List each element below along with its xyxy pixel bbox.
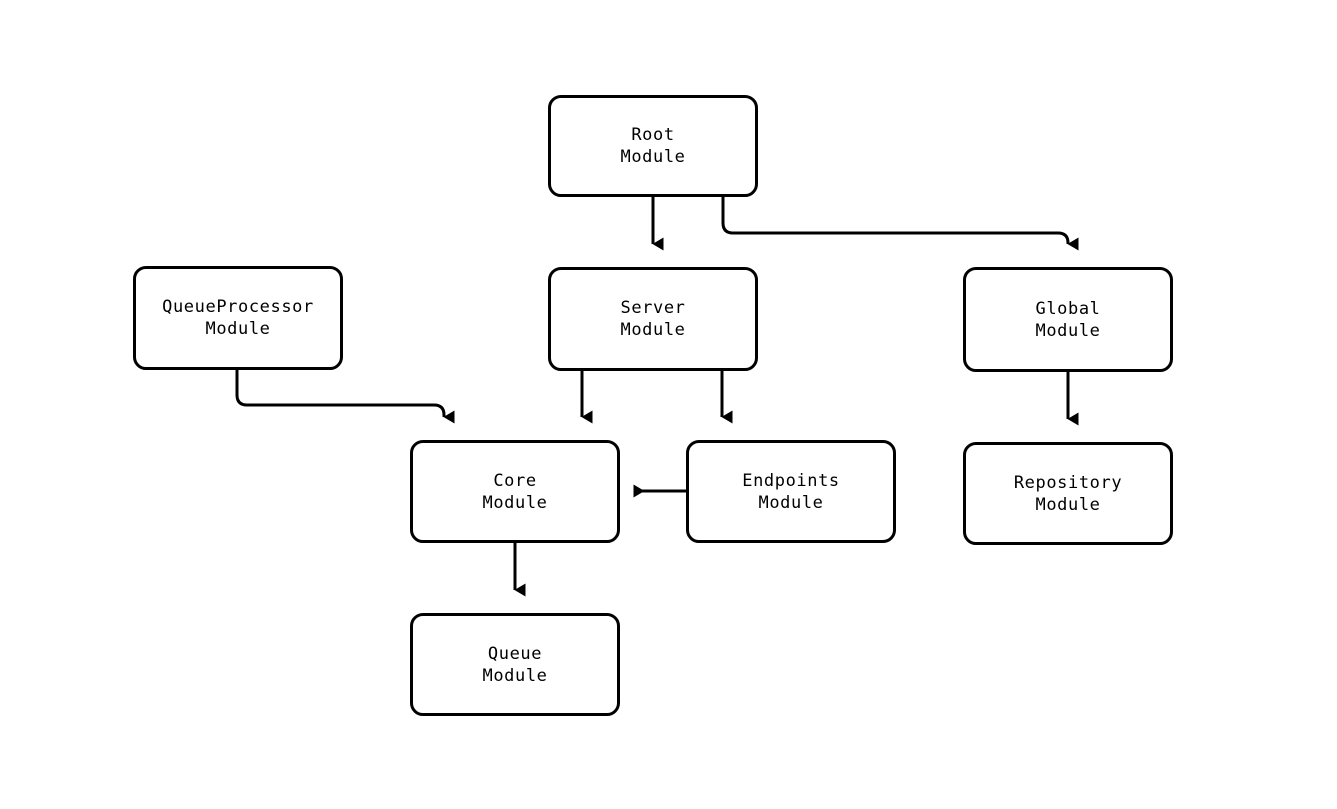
node-repository-module-title: Repository <box>1013 472 1123 493</box>
node-repository-module-subtitle: Module <box>1035 494 1101 515</box>
node-repository-module[interactable]: Repository Module <box>963 442 1173 545</box>
node-queueprocessor-module-subtitle: Module <box>205 319 271 339</box>
edge-root-to-global <box>721 197 1079 251</box>
node-server-module[interactable]: Server Module <box>548 267 758 371</box>
node-queueprocessor-module[interactable]: QueueProcessor Module <box>133 266 343 370</box>
node-core-module-title: Core <box>493 470 537 491</box>
node-endpoints-module-subtitle: Module <box>758 492 824 513</box>
node-server-module-subtitle: Module <box>620 320 686 340</box>
edge-queueprocessor-to-core <box>235 370 455 424</box>
node-queue-module-subtitle: Module <box>482 665 548 686</box>
node-endpoints-module-title: Endpoints <box>742 470 840 491</box>
node-queueprocessor-module-title: QueueProcessor <box>162 297 314 317</box>
node-global-module-title: Global <box>1035 298 1101 319</box>
node-queue-module-title: Queue <box>487 643 543 664</box>
node-global-module[interactable]: Global Module <box>963 267 1173 372</box>
node-root-module-title: Root <box>631 125 675 145</box>
node-core-module[interactable]: Core Module <box>410 440 620 543</box>
node-queue-module[interactable]: Queue Module <box>410 613 620 716</box>
node-global-module-subtitle: Module <box>1035 320 1101 341</box>
node-root-module-subtitle: Module <box>620 147 686 167</box>
node-core-module-subtitle: Module <box>482 492 548 513</box>
node-endpoints-module[interactable]: Endpoints Module <box>686 440 896 543</box>
node-server-module-title: Server <box>620 298 686 318</box>
node-root-module[interactable]: Root Module <box>548 95 758 197</box>
